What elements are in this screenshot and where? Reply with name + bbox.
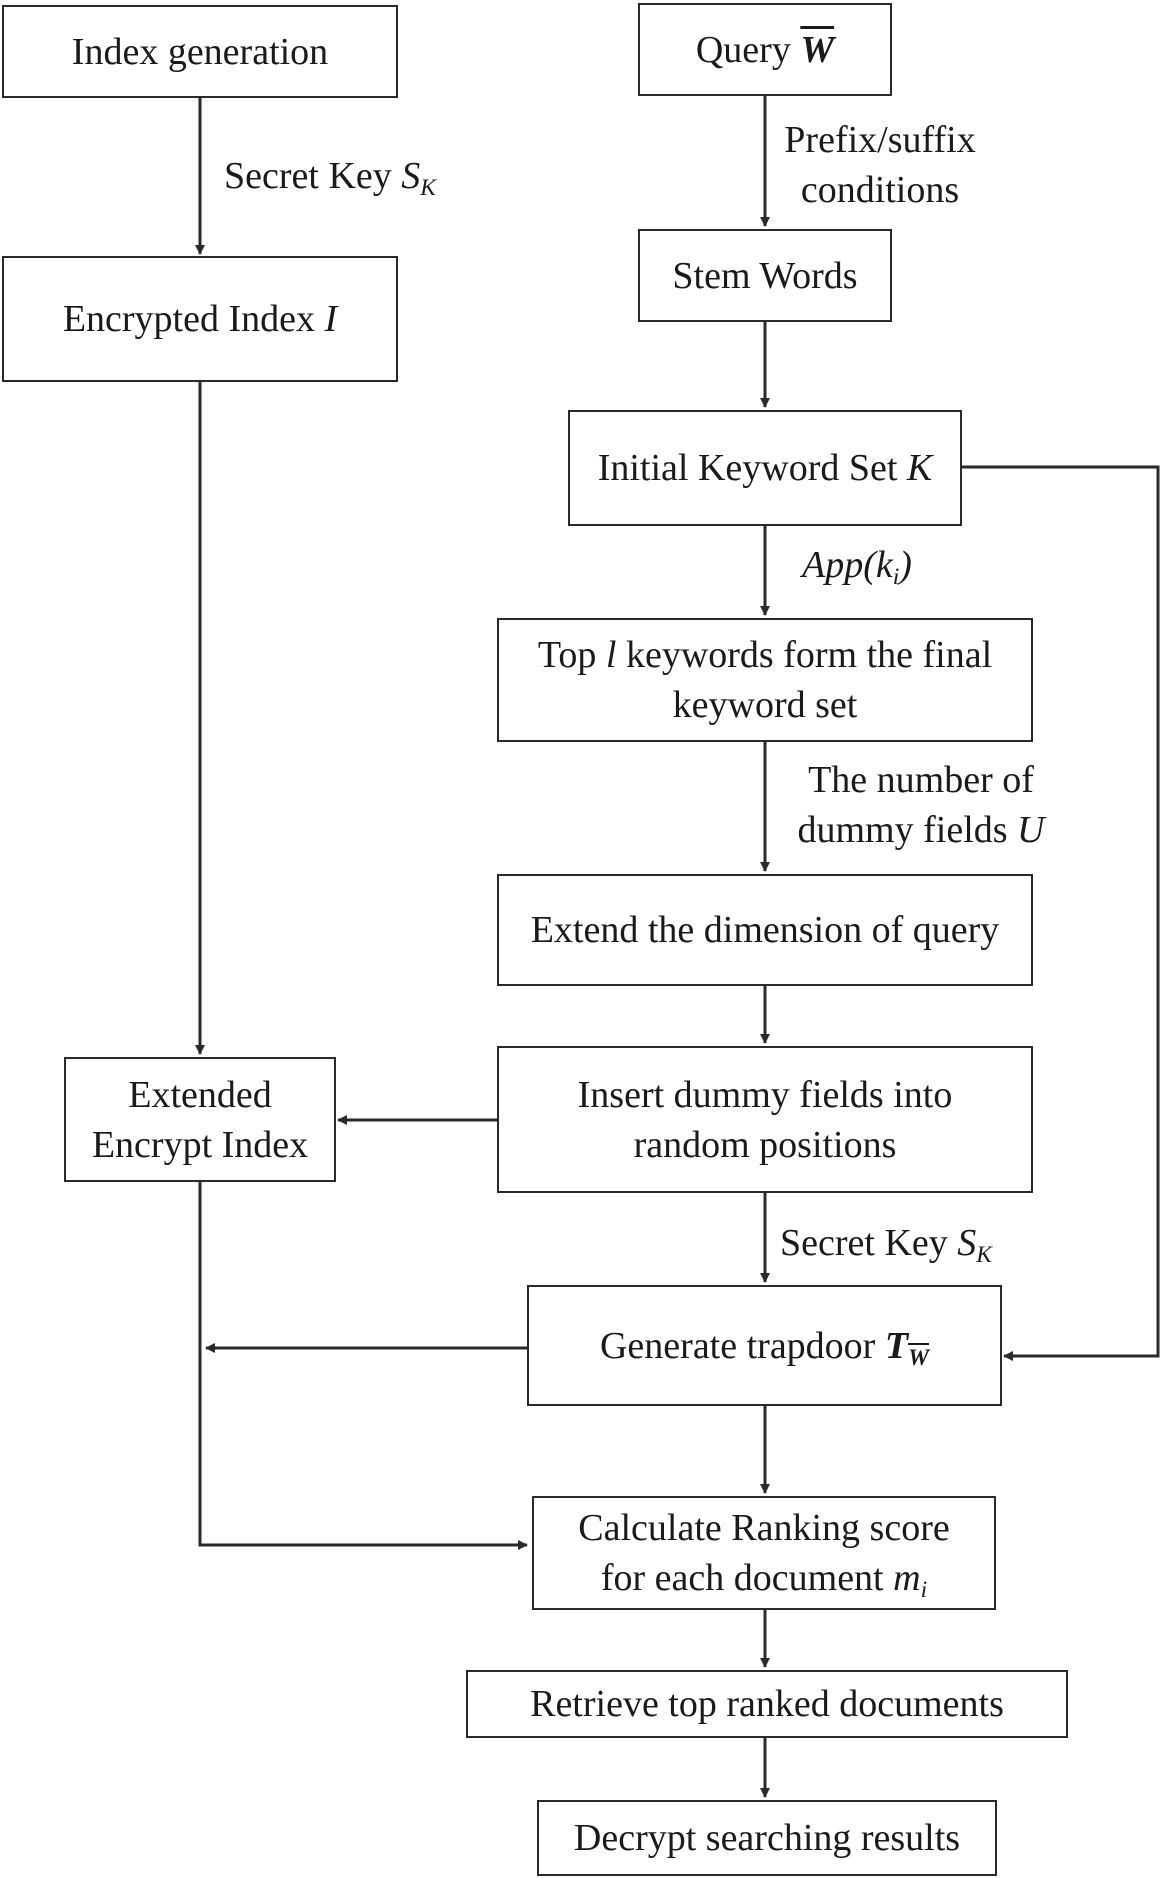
edge-label-dummy-number: The number of dummy fields U — [776, 755, 1066, 855]
encrypted-index-box: Encrypted Index I — [2, 256, 398, 382]
top-keywords-line2: keyword set — [672, 684, 858, 726]
initial-keyword-set-box: Initial Keyword Set K — [568, 410, 962, 526]
stem-words-label: Stem Words — [672, 254, 858, 297]
query-label: Query W — [696, 25, 834, 75]
initial-keyword-set-var: K — [906, 447, 933, 489]
calculate-score-line1: Calculate Ranking score — [578, 1507, 950, 1549]
calculate-score-line2: for each document mi — [601, 1553, 927, 1603]
calculate-score-var: m — [893, 1557, 921, 1599]
insert-dummy-line2: random positions — [633, 1123, 897, 1166]
app-sub: i — [892, 564, 900, 591]
secret-key-1-var: S — [401, 155, 421, 197]
extended-encrypt-index-box: Extended Encrypt Index — [64, 1057, 336, 1182]
app-close: ) — [899, 544, 912, 586]
query-var: W — [800, 28, 835, 71]
generate-trapdoor-box: Generate trapdoor TW — [527, 1285, 1002, 1406]
encrypted-index-text: Encrypted Index — [62, 298, 316, 340]
prefix-suffix-line1: Prefix/suffix — [784, 119, 976, 161]
top-keywords-pre: Top — [537, 634, 597, 676]
top-keywords-line1: Top l keywords form the final — [538, 630, 992, 680]
extended-index-line1: Extended — [128, 1073, 272, 1116]
prefix-suffix-line2: conditions — [800, 169, 960, 211]
connector-initial-to-trapdoor — [960, 465, 1160, 1361]
connector-extended-to-calculate — [198, 1182, 528, 1550]
initial-keyword-set-text: Initial Keyword Set — [597, 447, 898, 489]
dummy-number-line1: The number of — [808, 759, 1034, 801]
edge-label-prefix-suffix: Prefix/suffix conditions — [770, 115, 990, 215]
extended-index-line2: Encrypt Index — [91, 1123, 309, 1166]
app-text: App(k — [802, 544, 893, 586]
insert-dummy-fields-box: Insert dummy fields into random position… — [497, 1046, 1033, 1193]
insert-dummy-line1: Insert dummy fields into — [577, 1073, 953, 1116]
top-keywords-post: keywords form the final — [625, 634, 993, 676]
stem-words-box: Stem Words — [638, 229, 892, 322]
calculate-score-sub: i — [920, 1577, 928, 1604]
retrieve-top-ranked-box: Retrieve top ranked documents — [466, 1670, 1068, 1738]
extend-dimension-label: Extend the dimension of query — [530, 909, 1000, 951]
generate-trapdoor-text: Generate trapdoor — [599, 1324, 876, 1367]
query-box: Query W — [638, 3, 892, 96]
decrypt-results-box: Decrypt searching results — [537, 1800, 997, 1876]
calculate-ranking-score-box: Calculate Ranking score for each documen… — [532, 1496, 996, 1610]
dummy-number-pre2: dummy fields — [797, 809, 1008, 851]
retrieve-label: Retrieve top ranked documents — [530, 1683, 1004, 1725]
generate-trapdoor-label: Generate trapdoor TW — [600, 1321, 929, 1371]
secret-key-1-sub: K — [420, 175, 436, 202]
calculate-score-pre2: for each document — [600, 1557, 884, 1599]
secret-key-2-text: Secret Key — [780, 1222, 948, 1264]
secret-key-2-var: S — [957, 1222, 977, 1264]
edge-label-secret-key-1: Secret Key SK — [224, 151, 436, 201]
generate-trapdoor-sub: W — [908, 1344, 929, 1371]
extend-dimension-box: Extend the dimension of query — [497, 874, 1033, 986]
dummy-number-var: U — [1017, 809, 1045, 851]
top-keywords-box: Top l keywords form the final keyword se… — [497, 618, 1033, 742]
top-keywords-var: l — [605, 634, 617, 676]
decrypt-label: Decrypt searching results — [573, 1817, 961, 1859]
secret-key-1-text: Secret Key — [224, 155, 392, 197]
index-generation-label: Index generation — [71, 30, 329, 73]
dummy-number-line2: dummy fields U — [776, 805, 1066, 855]
encrypted-index-var: I — [324, 298, 338, 340]
edge-label-secret-key-2: Secret Key SK — [780, 1218, 992, 1268]
generate-trapdoor-var: T — [884, 1324, 909, 1367]
encrypted-index-label: Encrypted Index I — [63, 294, 337, 344]
edge-label-app: App(ki) — [802, 540, 912, 590]
secret-key-2-sub: K — [976, 1242, 992, 1269]
index-generation-box: Index generation — [2, 5, 398, 98]
initial-keyword-set-label: Initial Keyword Set K — [598, 443, 933, 493]
query-text: Query — [695, 28, 791, 71]
